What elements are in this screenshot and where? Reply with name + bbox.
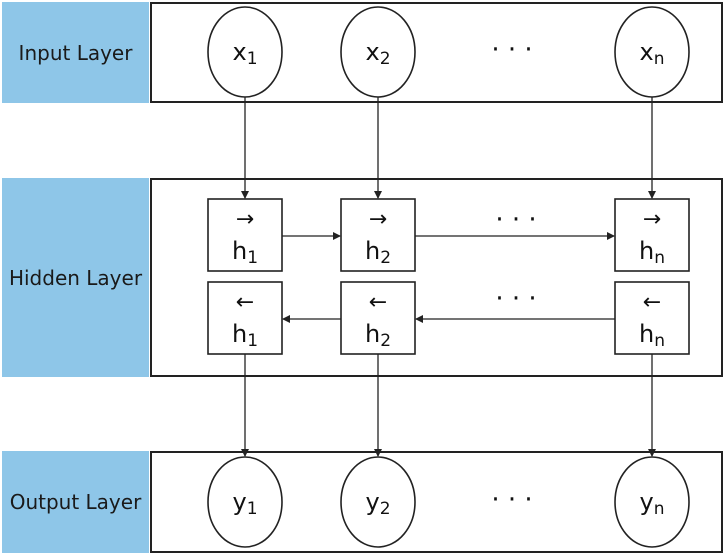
backward-hidden-label-1: h1	[232, 320, 258, 351]
input-node-label-2: x2	[365, 38, 390, 69]
output-ellipsis: · · ·	[491, 485, 532, 515]
input-nodes: x1 x2 xn	[207, 6, 690, 98]
backward-hidden-node-1	[207, 281, 283, 355]
forward-hidden-nodes: → h1 → h2 → hn	[207, 198, 690, 272]
forward-hidden-node-2	[340, 198, 416, 272]
output-node-1	[207, 456, 283, 548]
backward-arrow-glyph-1: ←	[236, 290, 254, 315]
backward-arrow-glyph-n: ←	[643, 290, 661, 315]
forward-hidden-node-1	[207, 198, 283, 272]
forward-arrow-glyph-2: →	[369, 207, 387, 232]
forward-hidden-label-n: hn	[639, 237, 665, 268]
input-ellipsis: · · ·	[491, 35, 532, 65]
input-node-1	[207, 6, 283, 98]
forward-arrow-glyph-n: →	[643, 207, 661, 232]
backward-arrow-glyph-2: ←	[369, 290, 387, 315]
backward-hidden-node-n	[614, 281, 690, 355]
forward-hidden-label-2: h2	[365, 237, 391, 268]
forward-arrow-glyph-1: →	[236, 207, 254, 232]
output-node-2	[340, 456, 416, 548]
backward-hidden-label-n: hn	[639, 320, 665, 351]
output-node-n	[614, 456, 690, 548]
forward-hidden-node-n	[614, 198, 690, 272]
input-node-label-n: xn	[640, 38, 665, 69]
output-node-label-n: yn	[640, 488, 665, 519]
backward-hidden-node-2	[340, 281, 416, 355]
output-layer-label: Output Layer	[2, 451, 149, 553]
input-layer-label: Input Layer	[2, 2, 149, 103]
backward-hidden-label-2: h2	[365, 320, 391, 351]
output-node-label-1: y1	[232, 488, 257, 519]
input-node-label-1: x1	[232, 38, 257, 69]
forward-ellipsis: · · ·	[495, 205, 536, 235]
forward-hidden-label-1: h1	[232, 237, 258, 268]
output-node-label-2: y2	[365, 488, 390, 519]
connectors	[241, 97, 656, 457]
input-node-n	[614, 6, 690, 98]
backward-ellipsis: · · ·	[495, 284, 536, 314]
hidden-layer-label: Hidden Layer	[2, 178, 149, 377]
backward-hidden-nodes: ← h1 ← h2 ← hn	[207, 281, 690, 355]
input-node-2	[340, 6, 416, 98]
output-nodes: y1 y2 yn	[207, 456, 690, 548]
